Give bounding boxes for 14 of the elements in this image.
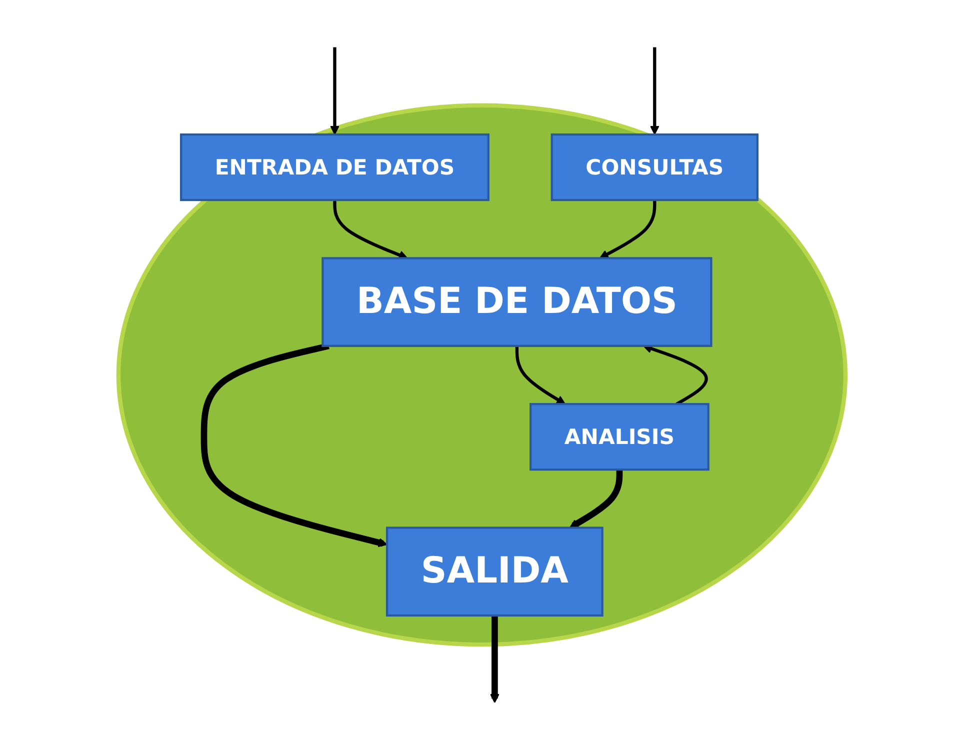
arrow bbox=[568, 470, 622, 528]
node-box: CONSULTAS bbox=[550, 133, 758, 202]
arrow bbox=[598, 200, 656, 259]
node-box: SALIDA bbox=[386, 526, 603, 617]
arrow bbox=[642, 344, 708, 406]
arrow bbox=[330, 47, 339, 135]
arrow bbox=[514, 346, 566, 404]
node-box: ENTRADA DE DATOS bbox=[180, 133, 490, 202]
node-box: BASE DE DATOS bbox=[321, 257, 712, 347]
arrow bbox=[650, 47, 659, 135]
arrow bbox=[332, 200, 408, 260]
node-box: ANALISIS bbox=[529, 403, 709, 471]
arrow bbox=[490, 615, 499, 704]
arrow bbox=[200, 342, 387, 548]
